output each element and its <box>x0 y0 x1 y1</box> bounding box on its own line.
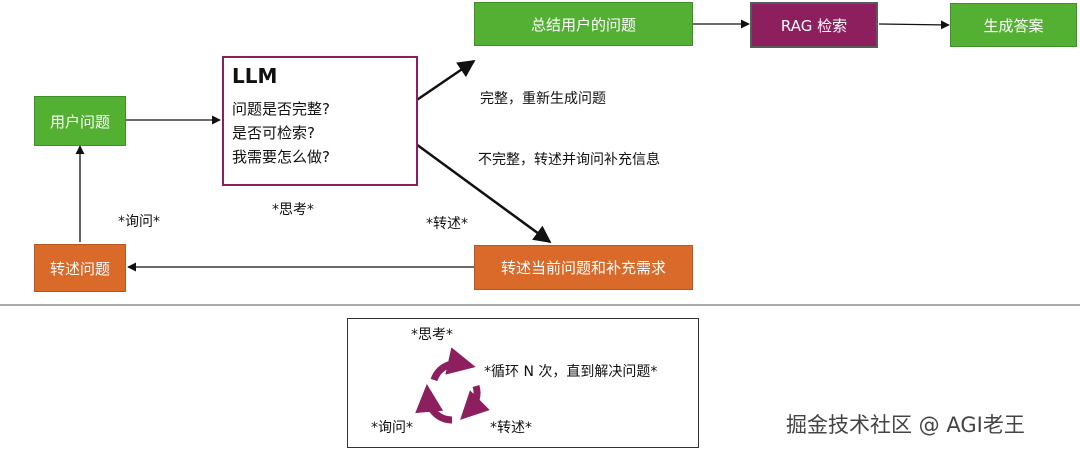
llm-title: LLM <box>232 64 278 88</box>
legend-think: *思考* <box>411 327 453 343</box>
node-restate-question-label: 转述问题 <box>49 259 110 278</box>
node-rag: RAG 检索 <box>750 2 878 48</box>
label-think: *思考* <box>272 202 314 218</box>
label-incomplete: 不完整，转述并询问补充信息 <box>478 152 660 168</box>
node-summarize-label: 总结用户的问题 <box>530 15 636 34</box>
arrow-diamond-to-restate <box>404 134 552 244</box>
legend-box <box>347 318 699 448</box>
legend-loop: *循环 N 次，直到解决问题* <box>484 364 658 380</box>
node-user-question-label: 用户问题 <box>49 112 110 131</box>
node-answer-label: 生成答案 <box>983 16 1044 35</box>
node-user-question: 用户问题 <box>34 96 126 146</box>
node-restate-question: 转述问题 <box>34 244 126 292</box>
cycle-icon <box>415 347 490 424</box>
node-restate-request: 转述当前问题和补充需求 <box>474 245 693 290</box>
arrow-rag-to-answer <box>878 20 950 30</box>
legend-restate: *转述* <box>490 420 532 436</box>
label-complete: 完整，重新生成问题 <box>480 91 606 107</box>
llm-line-3: 我需要怎么做? <box>232 148 330 166</box>
label-ask: *询问* <box>118 214 160 230</box>
node-rag-label: RAG 检索 <box>780 16 848 35</box>
llm-line-1: 问题是否完整? <box>232 100 330 118</box>
label-restate: *转述* <box>426 216 468 232</box>
node-llm: LLM 问题是否完整? 是否可检索? 我需要怎么做? <box>222 56 418 186</box>
llm-line-2: 是否可检索? <box>232 124 315 142</box>
node-answer: 生成答案 <box>950 3 1077 47</box>
legend-ask: *询问* <box>371 420 413 436</box>
node-summarize: 总结用户的问题 <box>474 2 693 46</box>
node-restate-request-label: 转述当前问题和补充需求 <box>500 259 666 277</box>
watermark: 掘金技术社区 @ AGI老王 <box>786 413 1025 437</box>
